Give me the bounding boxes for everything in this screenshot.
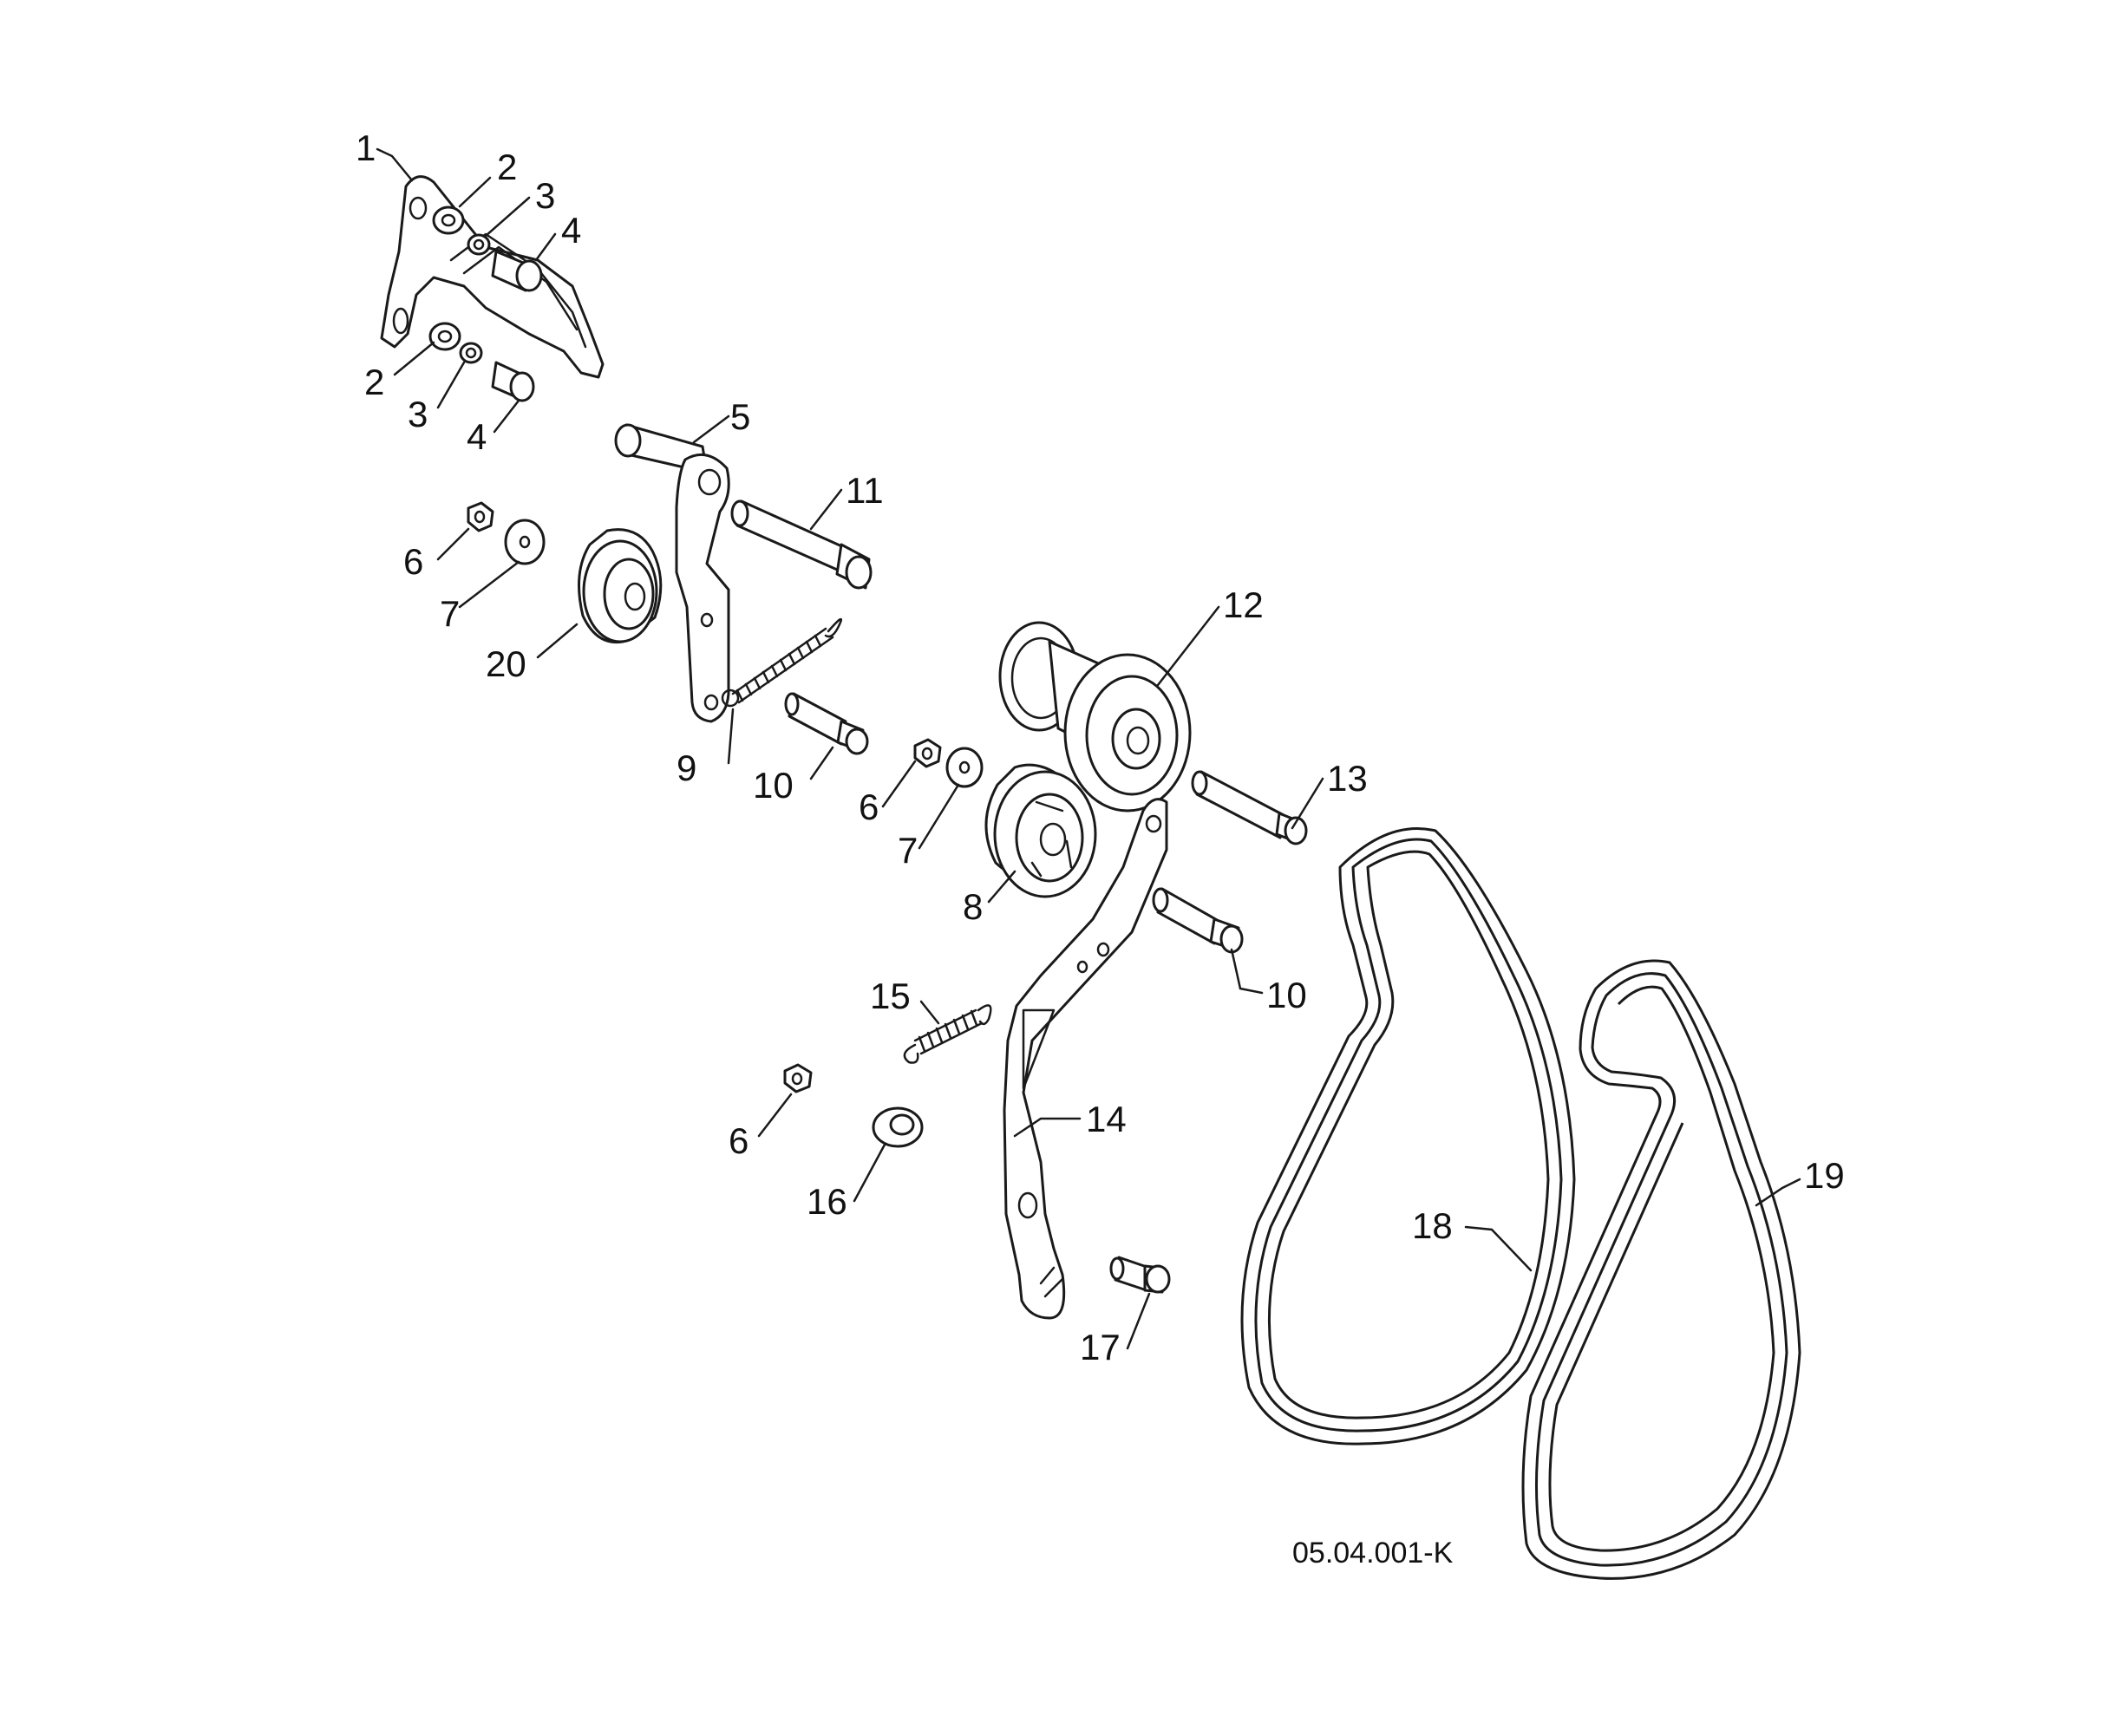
part-16-bushing [872,1106,924,1148]
part-6-nut-upper [467,501,494,532]
callout-8: 8 [963,886,983,927]
callout-7-upper: 7 [440,593,460,634]
part-7-washer-upper [504,519,546,565]
callout-10-upper: 10 [753,765,794,806]
callout-19: 19 [1804,1155,1845,1196]
callout-12: 12 [1223,584,1264,625]
callout-13: 13 [1327,758,1368,799]
callout-3-upper: 3 [535,175,555,216]
part-11-long-bolt [730,499,873,590]
part-17-short-bolt [1109,1256,1171,1294]
part-2-washer-lower [428,322,461,351]
callout-16: 16 [807,1181,847,1222]
part-14-lever-arm [1003,798,1168,1320]
callout-9: 9 [677,747,696,788]
callout-leader-lines [376,147,1801,1350]
part-13-bolt [1191,770,1308,845]
callout-labels: 1 2 3 4 2 3 4 5 11 6 7 20 9 10 6 7 12 13… [356,127,1845,1367]
callout-15: 15 [870,976,911,1016]
callout-10-lower: 10 [1266,975,1307,1015]
callout-6-middle: 6 [859,786,879,827]
part-10-bolt-lower [1152,887,1244,954]
callout-14: 14 [1086,1099,1127,1139]
part-5-idler-arm [614,423,730,723]
callout-17: 17 [1080,1327,1121,1367]
callout-6-upper: 6 [403,541,423,582]
callout-18: 18 [1412,1205,1453,1246]
callout-2-upper: 2 [497,147,517,187]
part-6-nut-lower [783,1063,813,1093]
callout-2-lower: 2 [364,362,384,402]
part-3-lock-washer-lower [459,342,483,364]
part-4-bolt-lower [491,361,535,402]
part-9-tension-spring [721,617,843,708]
part-15-extension-spring [903,1004,992,1064]
part-12-v-pulley [998,621,1192,813]
part-7-washer-middle [945,747,984,788]
part-2-washer-upper [432,206,465,235]
callout-3-lower: 3 [408,394,428,434]
part-18-drive-belt [1240,827,1576,1446]
part-19-deck-belt [1521,959,1801,1580]
part-6-nut-middle [913,738,942,768]
callout-20: 20 [486,643,526,684]
callout-7-middle: 7 [898,830,918,871]
callout-4-upper: 4 [561,210,581,251]
part-20-flat-idler-pulley [578,528,663,644]
part-4-bolt-upper [491,250,543,292]
part-3-lock-washer-upper [467,233,491,256]
callout-6-lower: 6 [729,1120,748,1161]
part-8-flanged-idler [984,763,1097,898]
callout-5: 5 [730,396,750,437]
callout-1: 1 [356,127,376,168]
callout-4-lower: 4 [467,416,487,457]
drawing-code: 05.04.001-K [1292,1537,1454,1570]
callout-11: 11 [846,470,884,511]
part-10-bolt-upper [784,692,869,755]
